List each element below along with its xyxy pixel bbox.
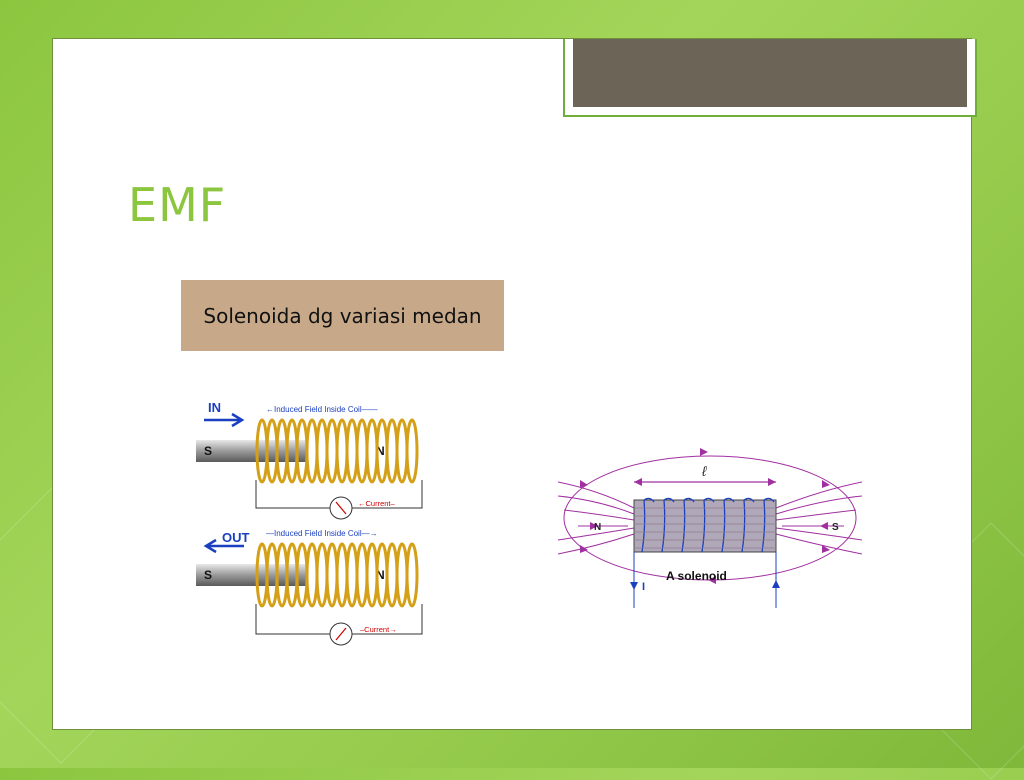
header-tab xyxy=(563,39,977,117)
caption-box: Solenoida dg variasi medan xyxy=(181,280,504,351)
induced-field-label: —Induced Field Inside Coil—→ xyxy=(266,529,378,538)
magnet-pole-n: N xyxy=(376,568,385,582)
caption-text: Solenoida dg variasi medan xyxy=(203,303,482,328)
solenoid-turn xyxy=(741,497,755,553)
coil-turn xyxy=(405,418,419,484)
solenoid-turn xyxy=(641,497,655,553)
slide-canvas xyxy=(52,38,977,730)
pole-s-label: S xyxy=(832,522,839,533)
coil xyxy=(255,542,419,608)
solenoid-turn xyxy=(661,497,675,553)
current-label: I xyxy=(642,581,645,593)
left-arrow-icon xyxy=(203,538,244,554)
bar-magnet xyxy=(196,564,306,586)
induction-diagram: IN ←Induced Field Inside Coil—— S N ←Cur… xyxy=(196,396,432,658)
current-label: –Current→ xyxy=(360,625,397,634)
solenoid-caption: A solenoid xyxy=(666,569,727,583)
coil-turn xyxy=(405,542,419,608)
solenoid-turn xyxy=(761,497,775,553)
out-label: OUT xyxy=(222,530,250,545)
solenoid-turn xyxy=(721,497,735,553)
field-arrows xyxy=(580,448,830,584)
pole-n-label: N xyxy=(594,522,601,533)
bar-magnet xyxy=(196,440,306,462)
right-arrow-icon xyxy=(204,412,245,428)
slide-title: EMF xyxy=(128,178,227,232)
coil xyxy=(255,418,419,484)
magnet-pole-s: S xyxy=(204,568,212,582)
solenoid-windings xyxy=(634,497,776,553)
bottom-panel: OUT —Induced Field Inside Coil—→ S N –Cu… xyxy=(196,529,423,646)
solenoid-turn xyxy=(681,497,695,553)
induction-diagram-svg: IN ←Induced Field Inside Coil—— S N ←Cur… xyxy=(196,400,423,646)
galvanometer-needle xyxy=(335,627,347,641)
current-arrow-icon xyxy=(630,582,638,590)
current-arrow-icon xyxy=(772,580,780,588)
magnet-pole-n: N xyxy=(376,444,385,458)
induced-field-label: ←Induced Field Inside Coil—— xyxy=(266,405,378,414)
top-panel: IN ←Induced Field Inside Coil—— S N ←Cur… xyxy=(196,400,423,520)
solenoid-diagram: ℓ N S I A solenoid xyxy=(557,430,863,614)
magnet-pole-s: S xyxy=(204,444,212,458)
galvanometer-needle xyxy=(335,501,347,515)
solenoid-diagram-svg: ℓ N S I A solenoid xyxy=(557,448,863,608)
length-label: ℓ xyxy=(701,463,707,479)
current-label: ←Current– xyxy=(358,499,396,508)
solenoid-turn xyxy=(701,497,715,553)
in-label: IN xyxy=(208,400,221,415)
header-tab-fill xyxy=(573,39,967,107)
